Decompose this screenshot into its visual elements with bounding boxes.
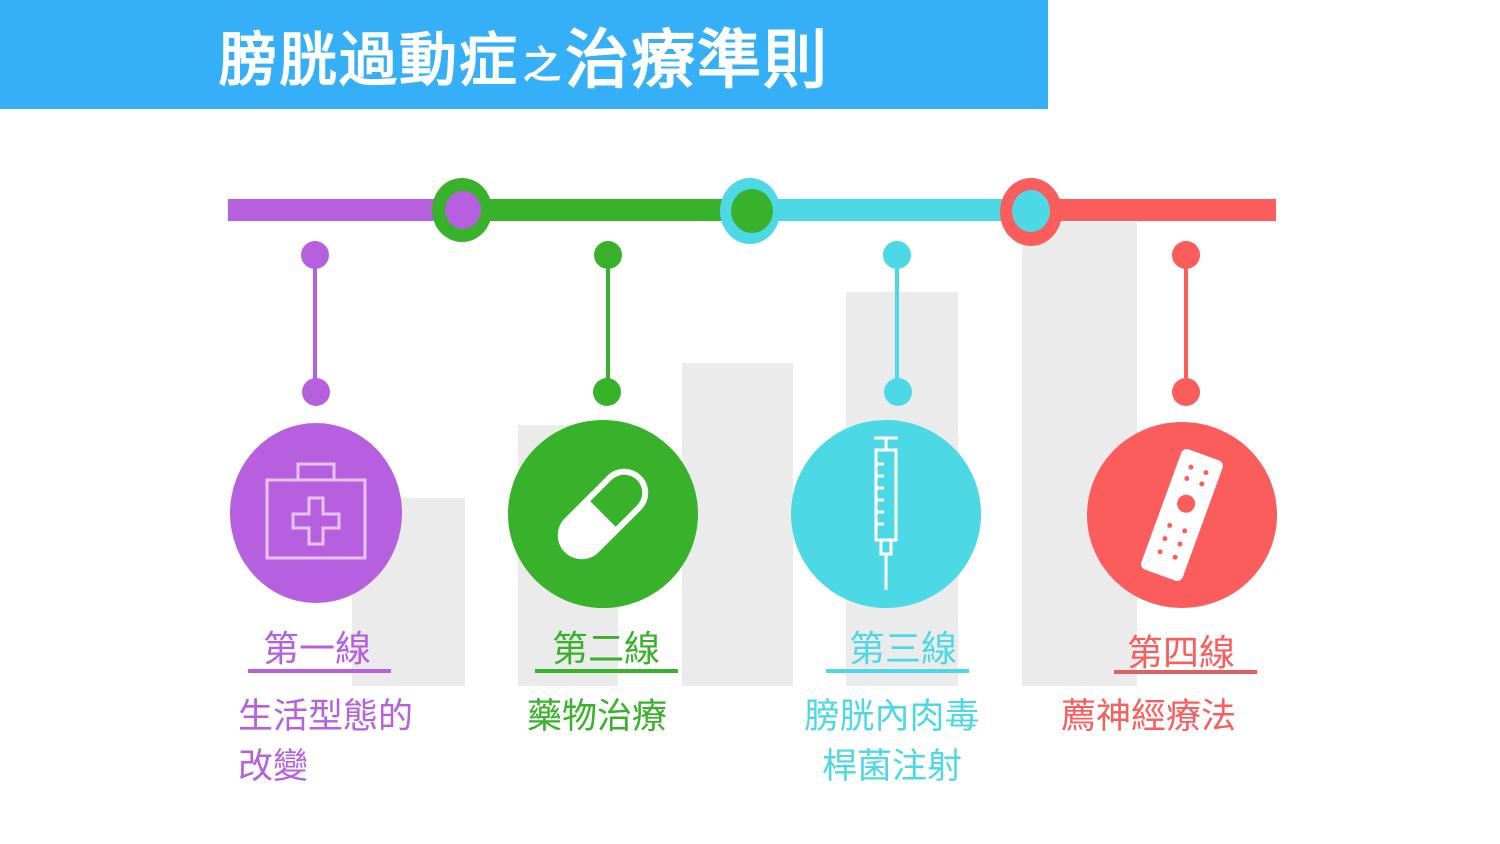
line-2-description: 藥物治療: [527, 692, 667, 742]
timeline-segment-4: [1030, 199, 1276, 221]
nerve-stimulator-device-icon: [1141, 449, 1223, 581]
pin-dot: [302, 378, 330, 406]
device-circle: [1087, 422, 1277, 608]
line-2-underline: [535, 669, 678, 673]
line-2-label: 第二線: [551, 629, 660, 670]
line-1-underline: [248, 669, 391, 673]
line-1-desc-1: 生活型態的: [238, 697, 414, 737]
title-part-2: 治療準則: [565, 23, 830, 98]
line-4-desc-1: 薦神經療法: [1061, 697, 1237, 737]
title-connector: 之: [523, 43, 562, 87]
first-aid-circle: [230, 423, 402, 603]
line-2-desc-1: 藥物治療: [527, 697, 668, 737]
pin-dot: [1172, 378, 1200, 406]
pin-dot: [883, 241, 911, 269]
line-3-desc-1: 膀胱內肉毒: [804, 697, 980, 737]
pin-dot: [884, 378, 912, 406]
timeline-segment-2: [462, 199, 750, 221]
line-4-description: 薦神經療法: [1061, 692, 1236, 742]
title-banner: 膀胱過動症 之 治療準則: [0, 0, 1048, 109]
line-3-desc-2: 桿菌注射: [821, 747, 962, 787]
line-1-label: 第一線: [262, 629, 371, 670]
timeline-segment-1: [228, 199, 462, 221]
line-4-label: 第四線: [1126, 633, 1235, 674]
pin-line-4: [1184, 255, 1188, 392]
timeline-segment-3: [750, 199, 1030, 221]
pill-capsule-icon: [557, 468, 649, 560]
line-1-description: 生活型態的 改變: [238, 692, 413, 792]
line-4-underline: [1114, 670, 1257, 674]
pill-circle: [508, 420, 698, 608]
pin-dot: [593, 378, 621, 406]
pin-line-2: [606, 255, 610, 392]
line-3-underline: [826, 669, 969, 673]
pin-dot: [594, 241, 622, 269]
pin-line-1: [313, 255, 317, 392]
title-part-1: 膀胱過動症: [218, 25, 519, 94]
syringe-icon: [874, 436, 898, 590]
timeline-node-3-inner: [1012, 190, 1050, 232]
line-1-desc-2: 改變: [238, 747, 309, 787]
line-3-description: 膀胱內肉毒 桿菌注射: [790, 692, 994, 792]
line-3-label: 第三線: [848, 629, 957, 670]
syringe-circle: [791, 420, 981, 608]
timeline-node-1-inner: [445, 191, 481, 229]
pin-line-3: [895, 255, 899, 392]
pin-dot: [1172, 241, 1200, 269]
background-bar: [682, 363, 793, 686]
pin-dot: [301, 241, 329, 269]
timeline-node-2-inner: [731, 189, 773, 233]
first-aid-kit-icon: [265, 462, 367, 560]
